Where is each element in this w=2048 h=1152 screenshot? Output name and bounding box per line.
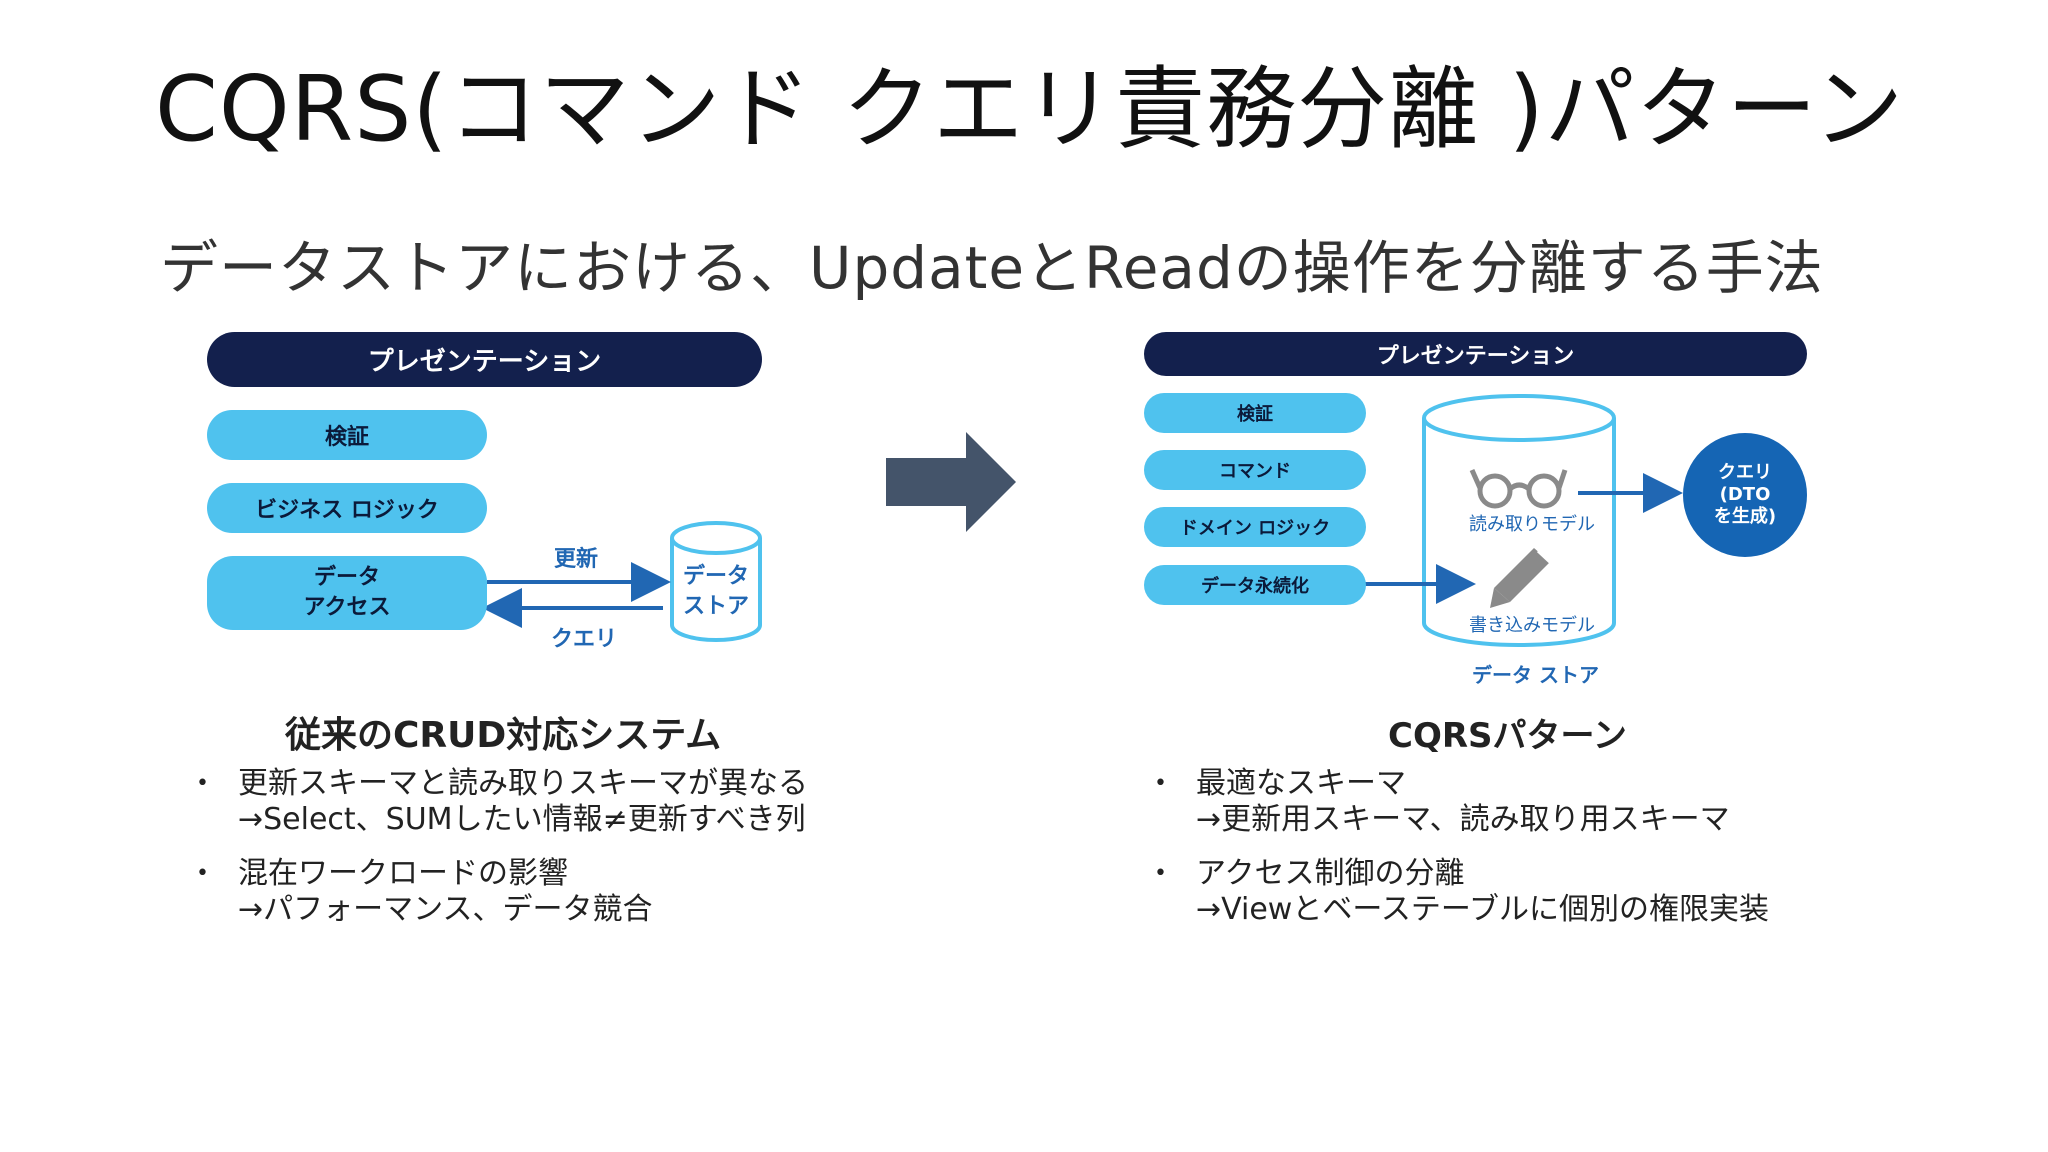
left-bullet-2-line2: →パフォーマンス、データ競合 bbox=[238, 892, 653, 927]
left-bullets: • 更新スキーマと読み取りスキーマが異なる →Select、SUMしたい情報≠更… bbox=[188, 766, 808, 946]
left-store-label: データ ストア bbox=[680, 562, 752, 622]
right-presentation-label: プレゼンテーション bbox=[1376, 344, 1575, 369]
right-presentation-bar: プレゼンテーション bbox=[1144, 332, 1807, 376]
write-model-label: 書き込みモデル bbox=[1469, 615, 1595, 636]
query-circle-line2: (DTO bbox=[1719, 484, 1771, 505]
left-business-logic-box: ビジネス ロジック bbox=[207, 483, 487, 533]
pencil-icon bbox=[1490, 548, 1554, 608]
bullet-dot: • bbox=[1154, 771, 1167, 796]
query-circle-line3: を生成) bbox=[1713, 506, 1777, 527]
left-caption: 従来のCRUD対応システム bbox=[285, 715, 722, 756]
left-validation-box: 検証 bbox=[207, 410, 487, 460]
left-presentation-bar: プレゼンテーション bbox=[207, 332, 762, 387]
left-bullet-2-line1: 混在ワークロードの影響 bbox=[238, 856, 568, 891]
query-label: クエリ bbox=[551, 627, 618, 652]
left-bullet-1: • 更新スキーマと読み取りスキーマが異なる →Select、SUMしたい情報≠更… bbox=[188, 766, 808, 838]
right-domain-logic-box: ドメイン ロジック bbox=[1144, 507, 1366, 547]
left-business-logic-label: ビジネス ロジック bbox=[255, 498, 439, 523]
right-persistence-label: データ永続化 bbox=[1201, 576, 1309, 597]
left-validation-label: 検証 bbox=[324, 425, 369, 450]
slide-title: CQRS(コマンド クエリ責務分離 )パターン bbox=[155, 57, 1905, 162]
right-persistence-box: データ永続化 bbox=[1144, 565, 1366, 605]
right-domain-logic-label: ドメイン ロジック bbox=[1179, 518, 1331, 539]
left-bullet-1-line2: →Select、SUMしたい情報≠更新すべき列 bbox=[238, 802, 806, 837]
right-store-label: データ ストア bbox=[1472, 663, 1599, 687]
right-command-box: コマンド bbox=[1144, 450, 1366, 490]
bullet-dot: • bbox=[1154, 861, 1167, 886]
left-data-access-line1: データ bbox=[313, 565, 380, 590]
left-store-line1: データ bbox=[682, 564, 749, 589]
transition-arrow bbox=[886, 432, 1016, 532]
right-bullet-1-line1: 最適なスキーマ bbox=[1196, 766, 1406, 801]
query-circle bbox=[1683, 433, 1807, 557]
right-caption: CQRSパターン bbox=[1388, 716, 1627, 756]
glasses-icon bbox=[1469, 468, 1568, 509]
right-command-label: コマンド bbox=[1219, 461, 1291, 482]
update-label: 更新 bbox=[554, 547, 599, 572]
right-bullets: • 最適なスキーマ →更新用スキーマ、読み取り用スキーマ • アクセス制御の分離… bbox=[1146, 766, 1769, 946]
right-bullet-1-line2: →更新用スキーマ、読み取り用スキーマ bbox=[1196, 802, 1730, 837]
left-data-store-cylinder bbox=[670, 521, 762, 642]
right-bullet-1: • 最適なスキーマ →更新用スキーマ、読み取り用スキーマ bbox=[1146, 766, 1769, 838]
bullet-dot: • bbox=[196, 771, 209, 796]
right-validation-label: 検証 bbox=[1237, 404, 1273, 425]
right-bullet-2-line1: アクセス制御の分離 bbox=[1196, 856, 1465, 891]
left-data-access-box: データ アクセス bbox=[207, 556, 487, 630]
read-model-label: 読み取りモデル bbox=[1469, 514, 1595, 535]
left-bullet-1-line1: 更新スキーマと読み取りスキーマが異なる bbox=[238, 766, 808, 801]
bullet-dot: • bbox=[196, 861, 209, 886]
query-circle-label: クエリ (DTO を生成) bbox=[1690, 462, 1800, 528]
left-bullet-2: • 混在ワークロードの影響 →パフォーマンス、データ競合 bbox=[188, 856, 808, 928]
left-data-access-line2: アクセス bbox=[303, 595, 391, 620]
left-store-line2: ストア bbox=[682, 594, 749, 619]
slide-subtitle: データストアにおける、UpdateとReadの操作を分離する手法 bbox=[160, 234, 1824, 302]
right-bullet-2-line2: →Viewとベーステーブルに個別の権限実装 bbox=[1196, 892, 1770, 927]
right-validation-box: 検証 bbox=[1144, 393, 1366, 433]
right-bullet-2: • アクセス制御の分離 →Viewとベーステーブルに個別の権限実装 bbox=[1146, 856, 1769, 928]
query-circle-line1: クエリ bbox=[1718, 462, 1772, 483]
left-presentation-label: プレゼンテーション bbox=[367, 347, 602, 377]
